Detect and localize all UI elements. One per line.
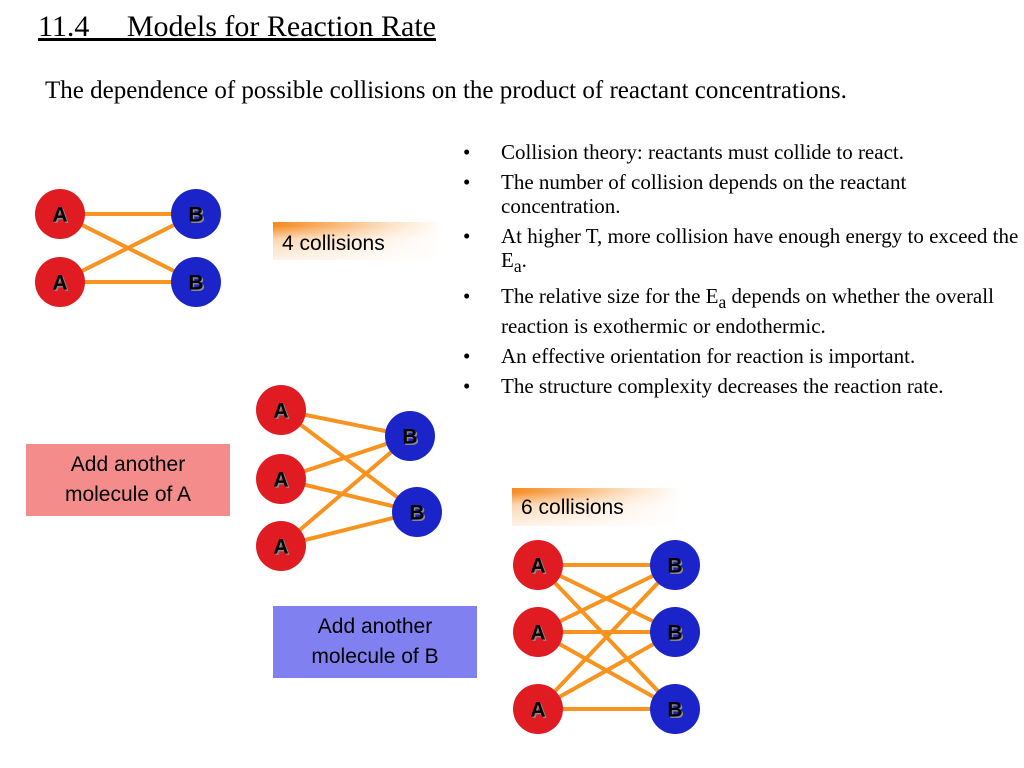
molecule-a-label: A <box>273 400 288 423</box>
molecule-b: BB <box>385 411 435 461</box>
molecule-a-label-shadow: A <box>275 401 290 424</box>
molecule-a-label: A <box>530 622 545 645</box>
molecule-a: AA <box>513 540 563 590</box>
slide-title: 11.4 Models for Reaction Rate <box>38 10 436 43</box>
collision-line <box>537 563 676 634</box>
molecule-a-label: A <box>52 272 67 295</box>
bullet-item: The structure complexity decreases the r… <box>463 374 1023 398</box>
molecule-a: AA <box>256 385 306 435</box>
six-collisions-highlight <box>512 488 682 526</box>
add-molecule-a-box: Add another molecule of A <box>26 444 230 516</box>
molecule-a-circle <box>513 684 563 734</box>
molecule-b-circle <box>650 540 700 590</box>
collision-line <box>279 408 419 514</box>
molecule-a-label-shadow: A <box>275 470 290 493</box>
molecule-b-label: B <box>402 426 417 449</box>
six-collisions-label: 6 collisions <box>521 496 624 519</box>
bullet-item: The relative size for the Ea depends on … <box>463 284 1023 338</box>
collision-line <box>536 563 677 711</box>
add-molecule-b-box: Add another molecule of B <box>273 606 477 678</box>
molecule-b-label: B <box>188 272 203 295</box>
molecule-a-circle <box>256 454 306 504</box>
molecule-b-label: B <box>667 555 682 578</box>
molecule-b-label-shadow: B <box>669 700 684 723</box>
molecule-b-circle <box>171 189 221 239</box>
collision-line <box>59 212 197 284</box>
molecule-b-label: B <box>188 204 203 227</box>
molecule-a-label-shadow: A <box>532 556 547 579</box>
bullet-list: Collision theory: reactants must collide… <box>463 140 1023 404</box>
four-collisions-highlight <box>273 222 443 260</box>
molecule-b-label-shadow: B <box>404 427 419 450</box>
molecule-a-circle <box>35 257 85 307</box>
molecule-a: AA <box>256 454 306 504</box>
molecule-b-circle <box>650 684 700 734</box>
molecule-b: BB <box>650 684 700 734</box>
molecule-a-label: A <box>530 699 545 722</box>
molecule-b: BB <box>171 257 221 307</box>
molecule-b-circle <box>650 607 700 657</box>
molecule-b-label: B <box>667 622 682 645</box>
molecule-a: AA <box>513 684 563 734</box>
molecule-b: BB <box>650 607 700 657</box>
molecule-b-label-shadow: B <box>190 205 205 228</box>
slide-subtitle: The dependence of possible collisions on… <box>45 77 847 104</box>
collision-line <box>537 630 676 711</box>
bullet-item: The number of collision depends on the r… <box>463 170 1023 218</box>
molecule-a-label-shadow: A <box>54 273 69 296</box>
collision-line <box>279 434 412 548</box>
molecule-a-label-shadow: A <box>532 700 547 723</box>
molecule-b-label-shadow: B <box>669 556 684 579</box>
molecule-b-label-shadow: B <box>669 623 684 646</box>
molecule-b-circle <box>392 487 442 537</box>
molecule-b-circle <box>171 257 221 307</box>
molecule-a-circle <box>256 521 306 571</box>
molecule-b: BB <box>392 487 442 537</box>
molecule-a-circle <box>513 540 563 590</box>
molecule-a: AA <box>256 521 306 571</box>
four-collisions-label: 4 collisions <box>282 232 385 255</box>
molecule-a-label: A <box>273 469 288 492</box>
molecule-a-circle <box>513 607 563 657</box>
bullet-item: At higher T, more collision have enough … <box>463 224 1023 278</box>
molecule-a-label-shadow: A <box>54 205 69 228</box>
molecule-b-label-shadow: B <box>411 503 426 526</box>
molecule-b: BB <box>650 540 700 590</box>
molecule-a-label-shadow: A <box>532 623 547 646</box>
molecule-a-circle <box>256 385 306 435</box>
molecule-a-label-shadow: A <box>275 537 290 560</box>
molecule-a-circle <box>35 189 85 239</box>
molecule-a: AA <box>35 257 85 307</box>
molecule-b: BB <box>171 189 221 239</box>
molecule-a-label: A <box>530 555 545 578</box>
molecule-b-label: B <box>409 502 424 525</box>
molecule-b-circle <box>385 411 435 461</box>
molecule-b-label: B <box>667 699 682 722</box>
molecule-a-label: A <box>52 204 67 227</box>
bullet-item: An effective orientation for reaction is… <box>463 344 1023 368</box>
molecule-a: AA <box>35 189 85 239</box>
bullet-item: Collision theory: reactants must collide… <box>463 140 1023 164</box>
molecule-a: AA <box>513 607 563 657</box>
molecule-a-label: A <box>273 536 288 559</box>
molecule-b-label-shadow: B <box>190 273 205 296</box>
